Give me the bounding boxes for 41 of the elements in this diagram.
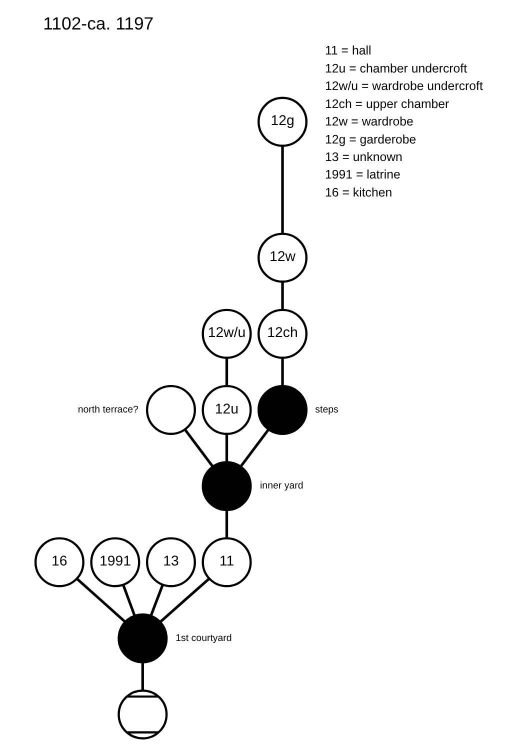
- node-circle: 1991: [90, 537, 140, 588]
- label: 13 = unknown: [324, 150, 402, 164]
- node-circle: 16: [34, 537, 84, 588]
- label: 12ch = upper chamber: [324, 96, 449, 111]
- connector: [122, 584, 136, 616]
- node-circle: [201, 461, 252, 512]
- node-label: steps: [314, 404, 338, 416]
- node-circle: 13: [145, 537, 196, 588]
- node-circle: 12w: [257, 232, 308, 283]
- connector: [224, 358, 228, 386]
- connector: [239, 428, 270, 468]
- connector: [224, 434, 228, 462]
- node-circle: 12g: [257, 96, 308, 147]
- connector: [159, 578, 210, 623]
- label: 12w/u = wardrobe undercroft: [324, 79, 482, 94]
- connector: [280, 358, 284, 386]
- diagram-title: 1102-ca. 1197: [42, 13, 154, 34]
- label: 11 = hall: [324, 44, 371, 58]
- label: 1991 = latrine: [324, 168, 400, 182]
- node-circle: [257, 384, 308, 435]
- label: 12w = wardrobe: [324, 114, 413, 129]
- node-circle: 12ch: [257, 308, 308, 359]
- connector: [149, 584, 164, 616]
- label: 12g = garderobe: [324, 132, 416, 146]
- node-circle: 11: [201, 537, 252, 588]
- label: 12u = chamber undercroft: [324, 61, 467, 76]
- connector: [280, 282, 284, 310]
- node-label: 1st courtyard: [175, 632, 232, 644]
- connector: [280, 146, 284, 234]
- connector: [140, 662, 144, 690]
- connector: [183, 428, 214, 468]
- node-label: inner yard: [260, 480, 303, 492]
- label: 16 = kitchen: [324, 185, 392, 200]
- node-circle: [117, 689, 168, 740]
- connector: [224, 510, 228, 538]
- node-circle: 12w/u: [201, 308, 252, 359]
- node-label: north terrace?: [77, 404, 138, 416]
- connector: [76, 578, 126, 623]
- node-circle: [117, 613, 168, 664]
- node-circle: 12u: [201, 384, 252, 435]
- node-circle: [145, 384, 196, 435]
